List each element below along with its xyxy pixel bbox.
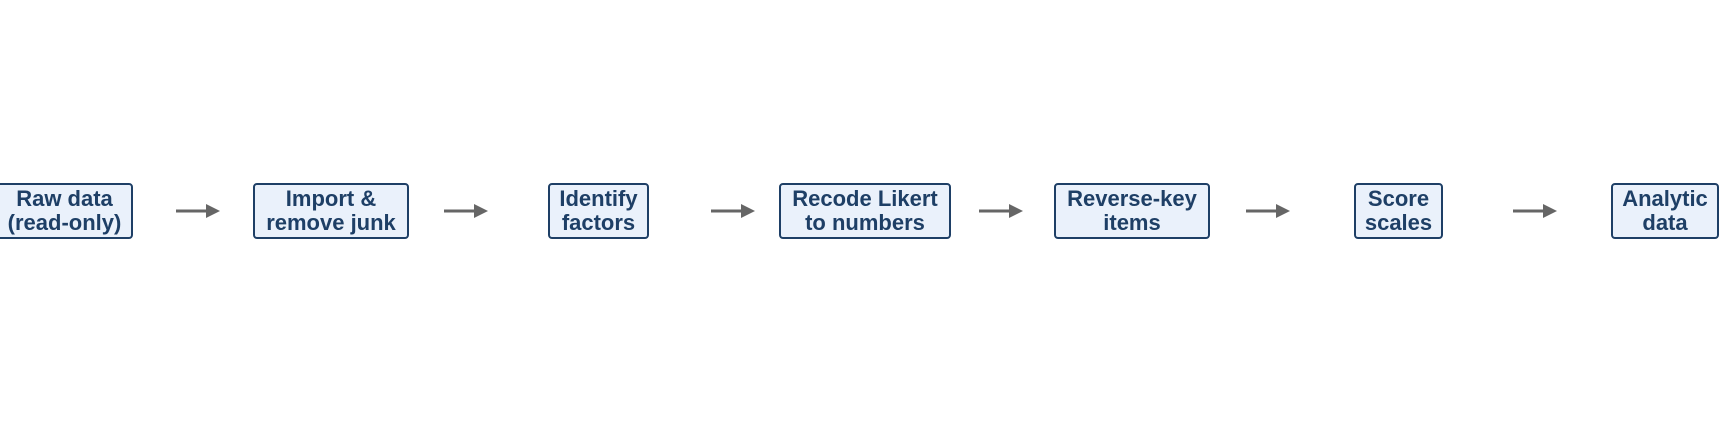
step-score-scales: Score scales: [1354, 183, 1443, 239]
arrow-right-icon: [711, 204, 755, 218]
arrow-right-icon: [1513, 204, 1557, 218]
arrow-right-icon: [444, 204, 488, 218]
step-label: Score scales: [1365, 187, 1432, 235]
step-label-line1: Import &: [285, 186, 377, 211]
step-label: Reverse-key items: [1067, 187, 1197, 235]
step-label-line1: Recode Likert: [792, 186, 938, 211]
step-label-line1: Score: [1367, 186, 1430, 211]
step-import-remove-junk: Import & remove junk: [253, 183, 409, 239]
step-label: Analytic data: [1622, 187, 1708, 235]
step-label-line2: factors: [561, 210, 636, 235]
arrow-right-icon: [979, 204, 1023, 218]
step-label-line2: remove junk: [266, 210, 396, 235]
step-label: Import & remove junk: [266, 187, 396, 235]
arrow-right-icon: [176, 204, 220, 218]
step-label-line1: Analytic: [1622, 186, 1708, 211]
step-reverse-key-items: Reverse-key items: [1054, 183, 1210, 239]
step-label-line1: Identify: [559, 186, 638, 211]
step-label-line2: scales: [1364, 210, 1433, 235]
step-label-line2: (read-only): [7, 210, 122, 235]
step-label: Raw data (read-only): [8, 187, 122, 235]
step-identify-factors: Identify factors: [548, 183, 649, 239]
step-recode-likert: Recode Likert to numbers: [779, 183, 951, 239]
step-raw-data: Raw data (read-only): [0, 183, 133, 239]
arrow-right-icon: [1246, 204, 1290, 218]
step-label: Identify factors: [559, 187, 637, 235]
step-analytic-data: Analytic data: [1611, 183, 1719, 239]
step-label: Recode Likert to numbers: [792, 187, 938, 235]
step-label-line1: Raw data: [16, 186, 113, 211]
step-label-line2: data: [1642, 210, 1688, 235]
step-label-line1: Reverse-key: [1067, 186, 1197, 211]
step-label-line2: items: [1103, 210, 1161, 235]
step-label-line2: to numbers: [805, 210, 925, 235]
